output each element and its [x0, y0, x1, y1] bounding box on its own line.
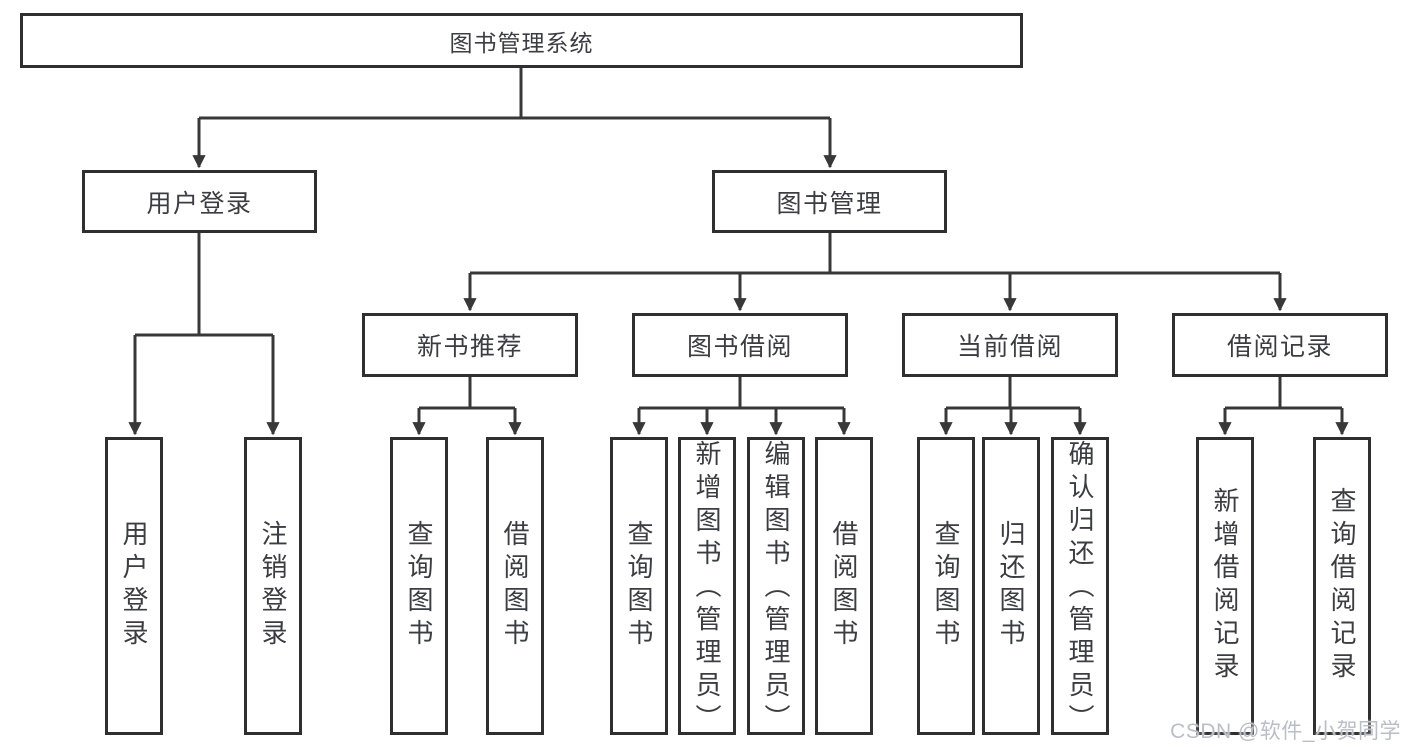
node-borrowing-records: 借阅记录	[1172, 313, 1388, 377]
leaf-cb-return-books: 归还图书	[982, 437, 1040, 735]
leaf-bb-add-books-admin: 新增图书（管理员）	[678, 437, 736, 737]
leaf-user-login: 用户登录	[105, 437, 163, 735]
node-book-management: 图书管理	[712, 170, 947, 233]
node-current-borrowing: 当前借阅	[902, 313, 1118, 377]
watermark: CSDN @软件_小贺同学	[1170, 720, 1401, 743]
leaf-br-add-record: 新增借阅记录	[1196, 437, 1254, 735]
node-library-system: 图书管理系统	[20, 13, 1023, 68]
node-user-login: 用户登录	[82, 170, 317, 233]
leaf-cb-confirm-return-admin: 确认归还（管理员）	[1051, 437, 1109, 737]
leaf-bb-query-books: 查询图书	[610, 437, 668, 735]
leaf-nb-query-books: 查询图书	[390, 437, 448, 735]
leaf-logout: 注销登录	[244, 437, 302, 735]
leaf-bb-borrow-books: 借阅图书	[815, 437, 873, 735]
leaf-nb-borrow-books: 借阅图书	[486, 437, 544, 735]
leaf-bb-edit-books-admin: 编辑图书（管理员）	[747, 437, 805, 737]
node-new-book-recommend: 新书推荐	[362, 313, 578, 377]
leaf-cb-query-books: 查询图书	[917, 437, 975, 735]
leaf-br-query-record: 查询借阅记录	[1313, 437, 1371, 735]
node-book-borrowing: 图书借阅	[632, 313, 848, 377]
